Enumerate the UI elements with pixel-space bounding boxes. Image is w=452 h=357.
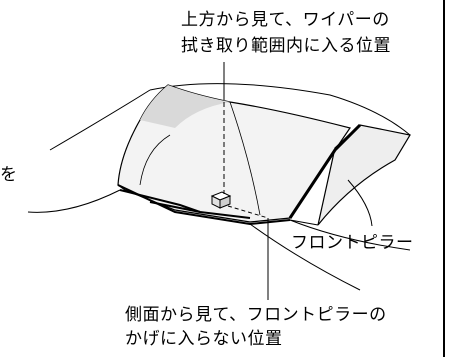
glass-shade [140, 85, 230, 128]
cowl-line [117, 184, 291, 226]
cut-off-text: を [0, 165, 18, 185]
top-position-label-line2: 拭き取り範囲内に入る位置 [181, 36, 391, 56]
leader-pillar [347, 179, 373, 227]
page-border [443, 0, 445, 357]
body-line-right [289, 219, 319, 226]
side-glass [317, 124, 411, 226]
top-position-label-line1: 上方から見て、ワイパーの [181, 10, 390, 30]
wiper-arc [139, 134, 171, 186]
car-body-left-line [49, 89, 151, 151]
sensor-icon [210, 191, 232, 209]
roof-outline [149, 83, 411, 136]
hood-line-right2 [289, 219, 411, 251]
front-pillar-label: フロントピラー [291, 233, 414, 253]
front-pillar [288, 123, 362, 219]
glass-reflection [229, 101, 261, 216]
hood-line-left [27, 189, 121, 213]
side-position-label-line2: かげに入らない位置 [125, 329, 283, 349]
hood-line-right [249, 223, 361, 291]
side-position-label-line1: 側面から見て、フロントピラーの [125, 305, 387, 325]
wiper-blade-right [149, 201, 251, 219]
